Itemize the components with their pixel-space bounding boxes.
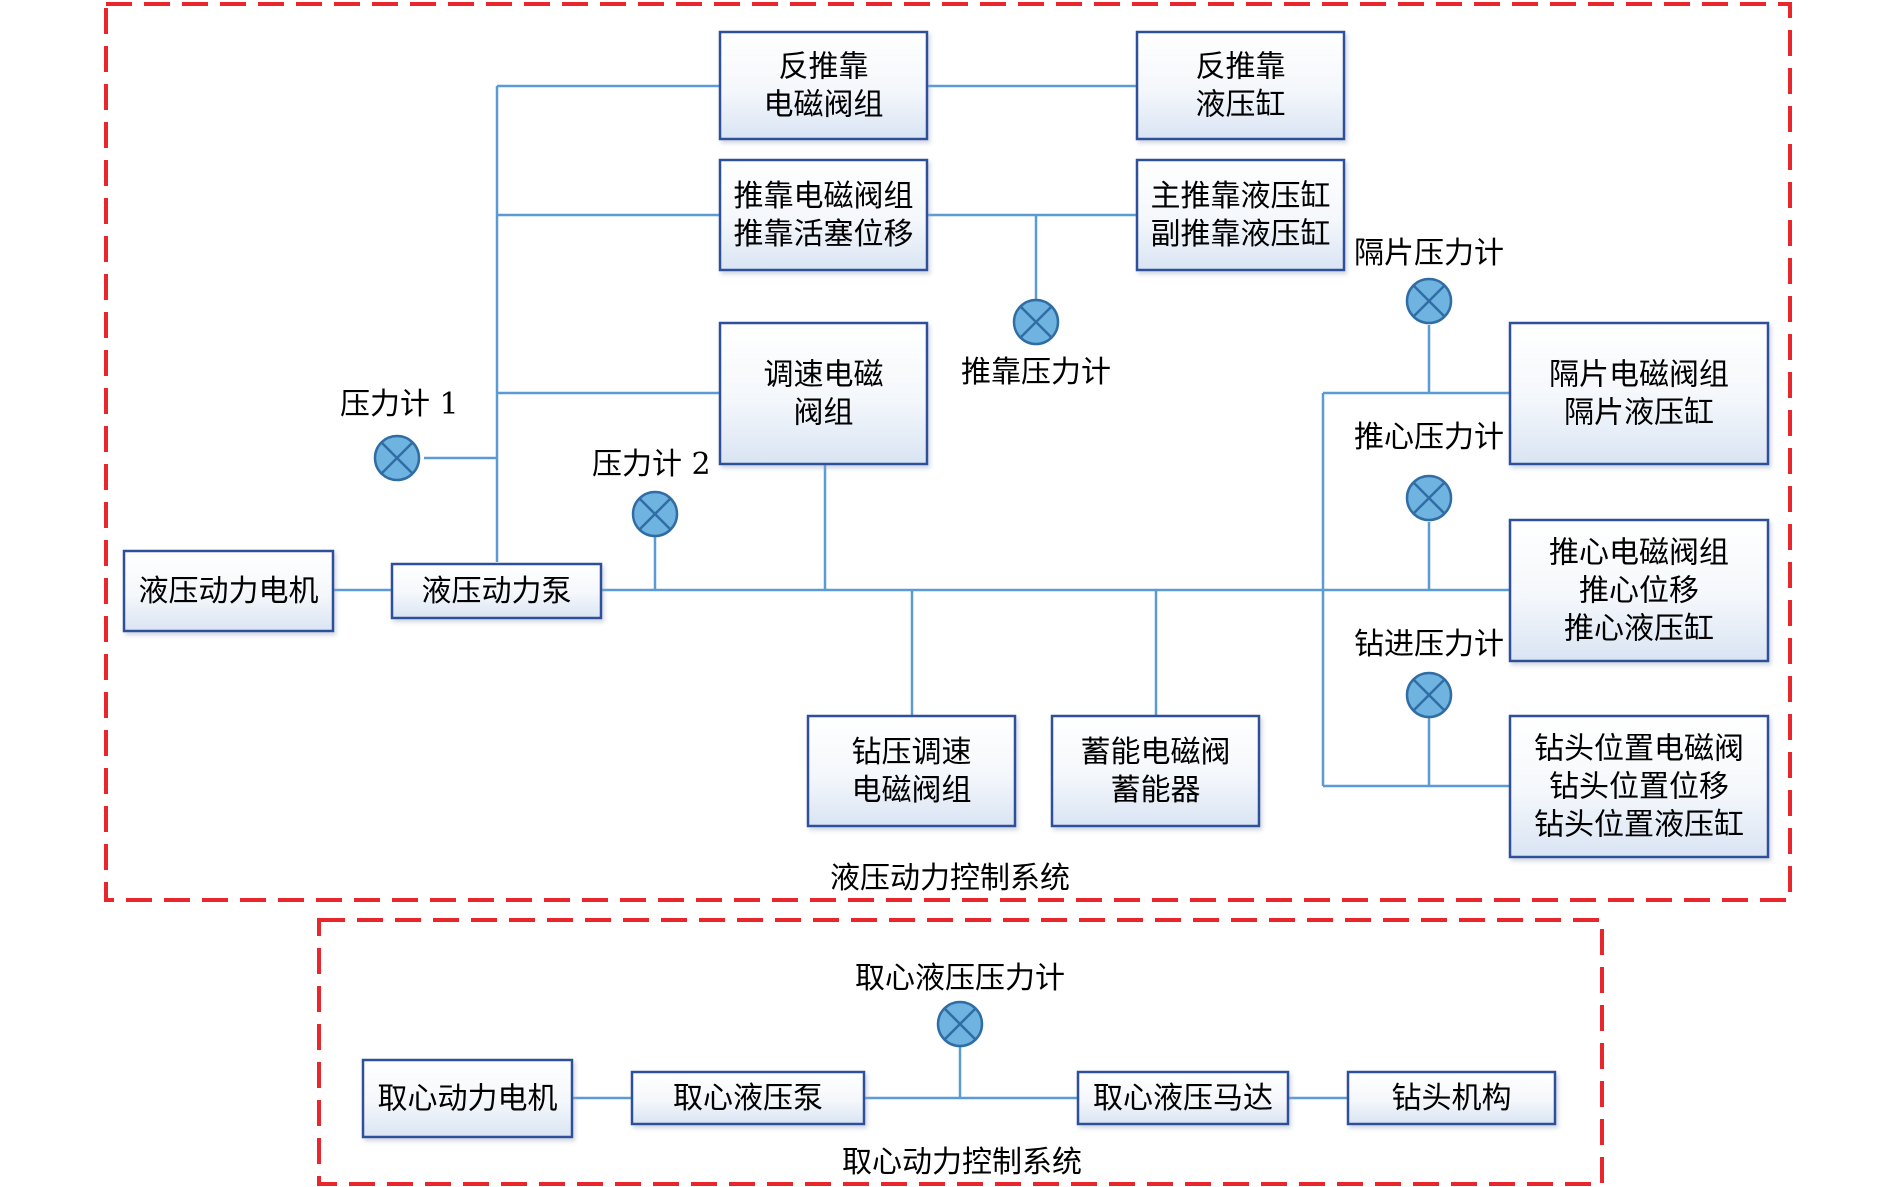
gauge-label-core-push: 推心压力计: [1354, 420, 1504, 455]
pressure-gauge-2-icon: [631, 490, 679, 538]
speed-valve-box-line-1: 调速电磁: [764, 358, 884, 393]
gauge-label-diaphragm: 隔片压力计: [1354, 236, 1504, 271]
push-cylinder-box-frame: [1135, 158, 1346, 272]
core-push-valve-box-line-2: 推心位移: [1579, 574, 1699, 609]
push-valve-box-line-1: 推靠电磁阀组: [734, 179, 914, 214]
gauge-label-coring: 取心液压压力计: [855, 961, 1065, 996]
bit-position-valve-box-line-1: 钻头位置电磁阀: [1534, 732, 1744, 767]
reverse-push-valve-box-frame: [718, 30, 929, 141]
coring-system-boundary: [317, 918, 1604, 1186]
push-pressure-gauge-icon: [1012, 298, 1060, 346]
gauge-label-2: 压力计 2: [592, 447, 711, 482]
reverse-push-valve-box-line-1: 反推靠: [779, 50, 869, 85]
pressure-gauge-1-icon: [373, 434, 421, 482]
hydraulic-motor-box-frame: [122, 549, 335, 633]
gauge-label-push: 推靠压力计: [961, 355, 1111, 390]
hydraulic-pump-box-line-1: 液压动力泵: [422, 574, 572, 609]
diaphragm-valve-box-frame: [1508, 321, 1770, 466]
speed-valve-box-frame: [718, 321, 929, 466]
hydraulic-pump-box: 液压动力泵: [390, 562, 603, 620]
coring-hydraulic-motor-box-line-1: 取心液压马达: [1093, 1081, 1273, 1116]
diaphragm-valve-box-line-1: 隔片电磁阀组: [1549, 358, 1729, 393]
coring-hydraulic-motor-box-frame: [1076, 1070, 1290, 1126]
gauge-label-1: 压力计 1: [340, 387, 459, 422]
bit-position-valve-box-frame: [1508, 714, 1770, 859]
hydraulic-system-title: 液压动力控制系统: [830, 861, 1070, 896]
bit-position-valve-box-line-3: 钻头位置液压缸: [1534, 808, 1744, 843]
core-push-valve-box-line-1: 推心电磁阀组: [1549, 536, 1729, 571]
accumulator-box-line-1: 蓄能电磁阀: [1081, 735, 1231, 770]
gauge-label-drill: 钻进压力计: [1354, 627, 1504, 662]
coring-pump-box-line-1: 取心液压泵: [673, 1081, 823, 1116]
coring-motor-box-frame: [361, 1058, 574, 1139]
hydraulic-pump-box-frame: [390, 562, 603, 620]
reverse-push-cylinder-box-line-1: 反推靠: [1196, 50, 1286, 85]
speed-valve-box-line-2: 阀组: [794, 396, 854, 431]
drill-speed-valve-box-line-1: 钻压调速: [852, 735, 972, 770]
core-push-valve-box-line-3: 推心液压缸: [1564, 612, 1714, 647]
coring-system-title: 取心动力控制系统: [842, 1145, 1082, 1180]
coring-motor-box: 取心动力电机: [361, 1058, 574, 1139]
bit-mechanism-box: 钻头机构: [1346, 1070, 1557, 1126]
pressure-gauges: [373, 277, 1453, 1048]
coring-motor-box-line-1: 取心动力电机: [378, 1082, 558, 1117]
push-valve-box-line-2: 推靠活塞位移: [734, 217, 914, 252]
coring-pump-box-frame: [630, 1070, 866, 1126]
push-cylinder-box-line-1: 主推靠液压缸: [1151, 179, 1331, 214]
core-push-pressure-gauge-icon: [1405, 474, 1453, 522]
connection-lines: [333, 84, 1510, 1100]
hydraulic-system-boundary: [104, 2, 1792, 902]
coring-pressure-gauge-icon: [936, 1000, 984, 1048]
drill-speed-valve-box-line-2: 电磁阀组: [852, 773, 972, 808]
core-push-valve-box-frame: [1508, 518, 1770, 663]
reverse-push-cylinder-box-line-2: 液压缸: [1196, 88, 1286, 123]
drill-speed-valve-box-frame: [806, 714, 1017, 828]
diaphragm-pressure-gauge-icon: [1405, 277, 1453, 325]
push-cylinder-box-line-2: 副推靠液压缸: [1151, 217, 1331, 252]
diaphragm-valve-box-line-2: 隔片液压缸: [1564, 396, 1714, 431]
coring-hydraulic-motor-box: 取心液压马达: [1076, 1070, 1290, 1126]
accumulator-box-frame: [1050, 714, 1261, 828]
reverse-push-cylinder-box-frame: [1135, 30, 1346, 141]
reverse-push-valve-box-line-2: 电磁阀组: [764, 88, 884, 123]
bit-position-valve-box-line-2: 钻头位置位移: [1549, 770, 1729, 805]
push-valve-box-frame: [718, 158, 929, 272]
hydraulic-motor-box: 液压动力电机: [122, 549, 335, 633]
drill-pressure-gauge-icon: [1405, 671, 1453, 719]
component-boxes: 液压动力电机液压动力泵反推靠电磁阀组反推靠液压缸推靠电磁阀组推靠活塞位移主推靠液…: [122, 30, 1770, 1139]
accumulator-box-line-2: 蓄能器: [1111, 773, 1201, 808]
bit-mechanism-box-frame: [1346, 1070, 1557, 1126]
bit-mechanism-box-line-1: 钻头机构: [1392, 1081, 1512, 1116]
coring-pump-box: 取心液压泵: [630, 1070, 866, 1126]
hydraulic-motor-box-line-1: 液压动力电机: [139, 574, 319, 609]
